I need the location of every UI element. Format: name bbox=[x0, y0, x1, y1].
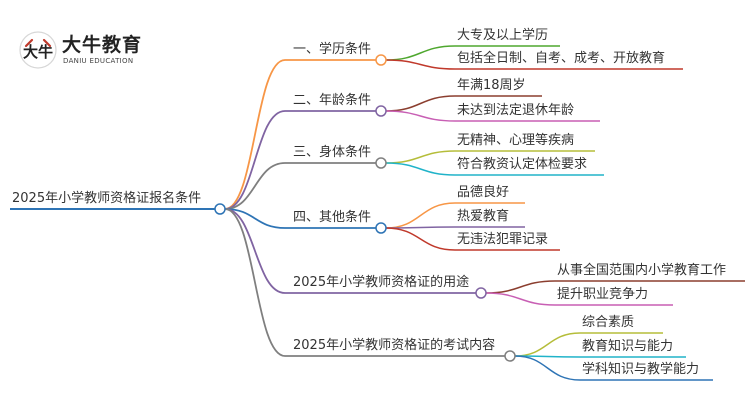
brand-name-cn: 大牛教育 bbox=[62, 34, 143, 56]
branch-label-3: 三、身体条件 bbox=[293, 145, 372, 160]
leaf-connector-4-3 bbox=[385, 227, 456, 251]
leaf-label-4-3: 无违法犯罪记录 bbox=[457, 232, 549, 247]
leaf-connector-4-1 bbox=[385, 202, 456, 229]
branch-node-1[interactable] bbox=[375, 54, 387, 66]
leaf-label-2-1: 年满18周岁 bbox=[457, 78, 526, 93]
branch-connector-4 bbox=[224, 208, 286, 229]
branch-label-2: 二、年龄条件 bbox=[293, 93, 372, 108]
leaf-connector-1-2 bbox=[385, 59, 456, 70]
leaf-label-5-1: 从事全国范围内小学教育工作 bbox=[557, 263, 727, 278]
leaf-connector-3-1 bbox=[385, 150, 456, 164]
branch-label-6: 2025年小学教师资格证的考试内容 bbox=[293, 338, 496, 353]
branch-label-5: 2025年小学教师资格证的用途 bbox=[293, 275, 470, 290]
leaf-label-3-2: 符合教资认定体检要求 bbox=[457, 157, 588, 172]
branch-connector-5 bbox=[224, 208, 286, 294]
branch-node-3[interactable] bbox=[375, 157, 387, 169]
leaf-connector-6-3 bbox=[514, 355, 581, 381]
leaf-label-6-3: 学科知识与教学能力 bbox=[582, 362, 700, 377]
leaf-label-5-2: 提升职业竞争力 bbox=[557, 287, 649, 302]
leaf-connector-5-1 bbox=[485, 280, 556, 294]
branch-node-2[interactable] bbox=[375, 105, 387, 117]
branch-label-4: 四、其他条件 bbox=[293, 210, 372, 225]
brand-name-en: DANIU EDUCATION bbox=[63, 57, 134, 65]
cow-head-logo-icon: 大牛 bbox=[19, 31, 57, 69]
branch-connector-6 bbox=[224, 208, 286, 357]
leaf-label-4-1: 品德良好 bbox=[457, 185, 510, 200]
branch-label-1: 一、学历条件 bbox=[293, 42, 372, 57]
branch-connector-2 bbox=[224, 110, 286, 210]
logo-mark-text: 大牛 bbox=[23, 43, 53, 61]
leaf-connector-2-2 bbox=[385, 110, 456, 122]
branch-node-6[interactable] bbox=[504, 350, 516, 362]
branch-connector-3 bbox=[224, 162, 286, 210]
leaf-label-4-2: 热爱教育 bbox=[457, 209, 510, 224]
leaf-label-1-2: 包括全日制、自考、成考、开放教育 bbox=[457, 51, 666, 66]
branch-node-5[interactable] bbox=[475, 287, 487, 299]
leaf-connector-3-2 bbox=[385, 162, 456, 176]
leaf-label-6-1: 综合素质 bbox=[582, 315, 635, 330]
leaf-label-3-1: 无精神、心理等疾病 bbox=[457, 133, 575, 148]
root-node[interactable] bbox=[214, 203, 226, 215]
root-node-label: 2025年小学教师资格证报名条件 bbox=[12, 191, 202, 206]
leaf-connector-5-2 bbox=[485, 292, 556, 306]
leaf-connector-1-1 bbox=[385, 45, 456, 61]
branch-node-4[interactable] bbox=[375, 222, 387, 234]
leaf-label-6-2: 教育知识与能力 bbox=[582, 339, 674, 354]
leaf-label-1-1: 大专及以上学历 bbox=[457, 28, 549, 43]
leaf-connector-2-1 bbox=[385, 95, 456, 112]
leaf-label-2-2: 未达到法定退休年龄 bbox=[457, 103, 575, 118]
brand-logo: 大牛 大牛教育 DANIU EDUCATION bbox=[18, 30, 148, 70]
branch-connector-1 bbox=[224, 59, 286, 210]
leaf-connector-6-1 bbox=[514, 332, 581, 357]
